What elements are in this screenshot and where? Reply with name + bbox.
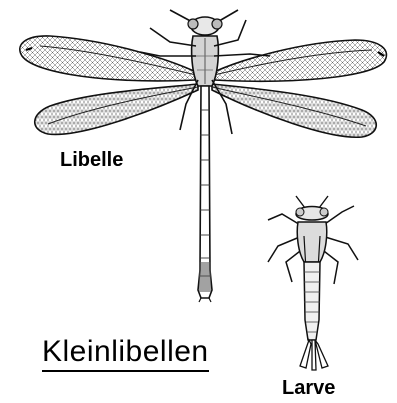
larva (268, 196, 358, 370)
label-adult: Libelle (60, 149, 123, 172)
label-larva: Larve (282, 377, 335, 400)
wing-upper-right (214, 40, 386, 81)
larva-gills (300, 340, 328, 370)
caption-title: Kleinlibellen (42, 335, 209, 372)
larva-abdomen (304, 262, 320, 340)
wing-lower-right (212, 84, 376, 137)
larva-thorax (297, 222, 327, 262)
